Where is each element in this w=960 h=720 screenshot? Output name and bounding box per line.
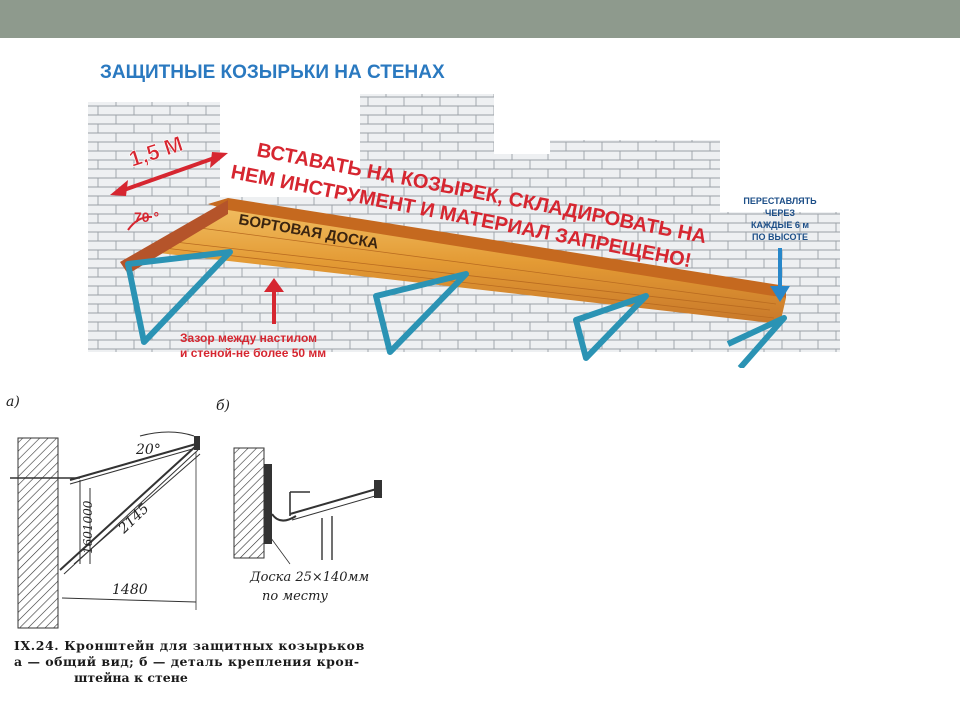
drawing-a-length: 2145 <box>115 501 153 538</box>
move-note-line1: ПЕРЕСТАВЛЯТЬ <box>743 196 817 206</box>
top-bar <box>0 0 960 38</box>
wall-section <box>17 437 59 629</box>
bracket-3 <box>573 293 649 361</box>
move-note-line4: ПО ВЫСОТЕ <box>752 232 808 242</box>
dimension-arrow-head-left <box>110 180 128 196</box>
wall-section-b <box>233 447 265 559</box>
angle-arc <box>127 215 153 231</box>
caption-line3: штейна к стене <box>74 670 188 685</box>
side-board-front <box>120 200 228 274</box>
dimension-arrow <box>117 154 221 194</box>
drawing-wall-fixing-detail: б) Доска 25×140мм по месту <box>216 398 383 604</box>
deck-plank-lines <box>163 227 777 319</box>
caption-line1: IX.24. Кронштейн для защитных козырьков <box>14 638 365 653</box>
drawing-b-label: б) <box>216 398 230 414</box>
drawing-a-label: а) <box>6 394 20 410</box>
angle-label: 70 ° <box>134 209 159 225</box>
drawing-general-view: а) 20° 2145 1601000 1480 <box>6 394 201 629</box>
drawing-b-board-note1: Доска 25×140мм <box>249 570 369 585</box>
illustration-title: ЗАЩИТНЫЕ КОЗЫРЬКИ НА СТЕНАХ <box>100 62 445 83</box>
bracket-2 <box>373 271 469 355</box>
gap-arrow-head <box>264 278 284 292</box>
move-note-line2: ЧЕРЕЗ <box>765 208 795 218</box>
drawing-a-width: 1480 <box>112 582 148 598</box>
move-arrow-head <box>770 286 790 302</box>
caption-line2: а — общий вид; б — деталь крепления крон… <box>14 654 360 669</box>
protective-canopy-illustration: ЗАЩИТНЫЕ КОЗЫРЬКИ НА СТЕНАХ 1,5 М 70 ° В… <box>88 62 840 368</box>
dimension-arrow-head-right <box>210 152 228 168</box>
side-board <box>208 198 786 298</box>
move-note-line3: КАЖДЫЕ 6 м <box>751 220 809 230</box>
drawing-a-height: 1601000 <box>81 500 95 554</box>
gap-note-line2: и стеной-не более 50 мм <box>180 346 326 360</box>
figure-caption: IX.24. Кронштейн для защитных козырьков … <box>14 638 414 686</box>
drawing-a-angle: 20° <box>135 442 161 458</box>
gap-note-line1: Зазор между настилом <box>180 331 317 345</box>
bracket-1 <box>125 249 233 345</box>
bracket-4 <box>726 315 787 368</box>
drawing-b-board-note2: по месту <box>262 589 328 604</box>
